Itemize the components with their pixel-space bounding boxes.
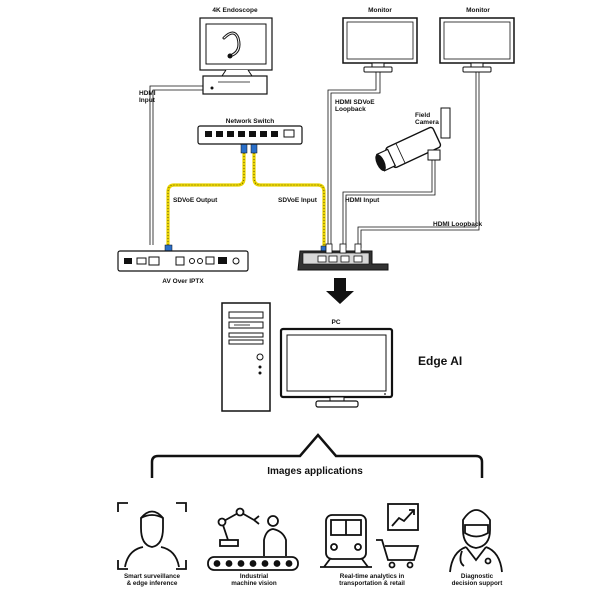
down-arrow-icon: [326, 278, 354, 304]
pc-tower: [221, 302, 271, 412]
hdmi-loopback-label: HDMI Loopback: [433, 221, 482, 228]
hdmi-input-left-label-2: Input: [139, 97, 156, 104]
cables: [149, 72, 480, 262]
hdmi-input-right-label: HDMI Input: [345, 197, 380, 204]
endoscope-computer: 4K Endoscope: [199, 7, 273, 95]
app-3-line-2: transportation & retail: [339, 580, 405, 587]
app-1-line-2: & edge inference: [127, 580, 178, 587]
hdmi-sdvoe-loopback-label-1: HDMI SDVoE: [335, 99, 375, 106]
network-switch: Network Switch: [197, 118, 303, 145]
train-cart-icon: [320, 503, 420, 569]
field-camera: [375, 107, 451, 172]
monitor-left: Monitor: [342, 7, 418, 73]
sdvoe-output-label: SDVoE Output: [173, 197, 218, 204]
applications-title: Images applications: [267, 466, 363, 477]
app-4-line-2: decision support: [452, 580, 504, 587]
pc-label: PC: [331, 319, 340, 326]
av-over-ip-tx-label: AV Over IPTX: [162, 278, 204, 285]
endoscope-label: 4K Endoscope: [212, 7, 258, 14]
field-camera-label-2: Camera: [415, 119, 439, 126]
monitor-left-label: Monitor: [368, 7, 392, 14]
network-switch-label: Network Switch: [226, 118, 274, 125]
edge-ai-label: Edge AI: [418, 354, 462, 368]
hdmi-input-left-label-1: HDMI: [139, 90, 156, 97]
robot-arm-icon: [207, 507, 299, 571]
receiver-card: [297, 243, 389, 271]
app-3-line-1: Real-time analytics in: [340, 573, 405, 580]
endoscope-icon: [222, 31, 241, 59]
doctor-icon: [449, 509, 503, 573]
applications-bracket: [150, 433, 484, 478]
sdvoe-input-label: SDVoE Input: [278, 197, 318, 204]
pc-monitor: [279, 327, 394, 408]
av-over-ip-tx: [117, 250, 249, 272]
app-1-line-1: Smart surveillance: [124, 573, 180, 580]
app-2-line-1: Industrial: [240, 573, 269, 580]
monitor-right: Monitor: [439, 7, 515, 73]
monitor-right-label: Monitor: [466, 7, 490, 14]
app-4-line-1: Diagnostic: [461, 573, 494, 580]
app-2-line-2: machine vision: [231, 580, 277, 587]
hdmi-sdvoe-loopback-label-2: Loopback: [335, 106, 366, 113]
field-camera-label-1: Field: [415, 112, 430, 119]
switch-port-icons: [205, 129, 295, 138]
face-scan-icon: [117, 502, 187, 570]
